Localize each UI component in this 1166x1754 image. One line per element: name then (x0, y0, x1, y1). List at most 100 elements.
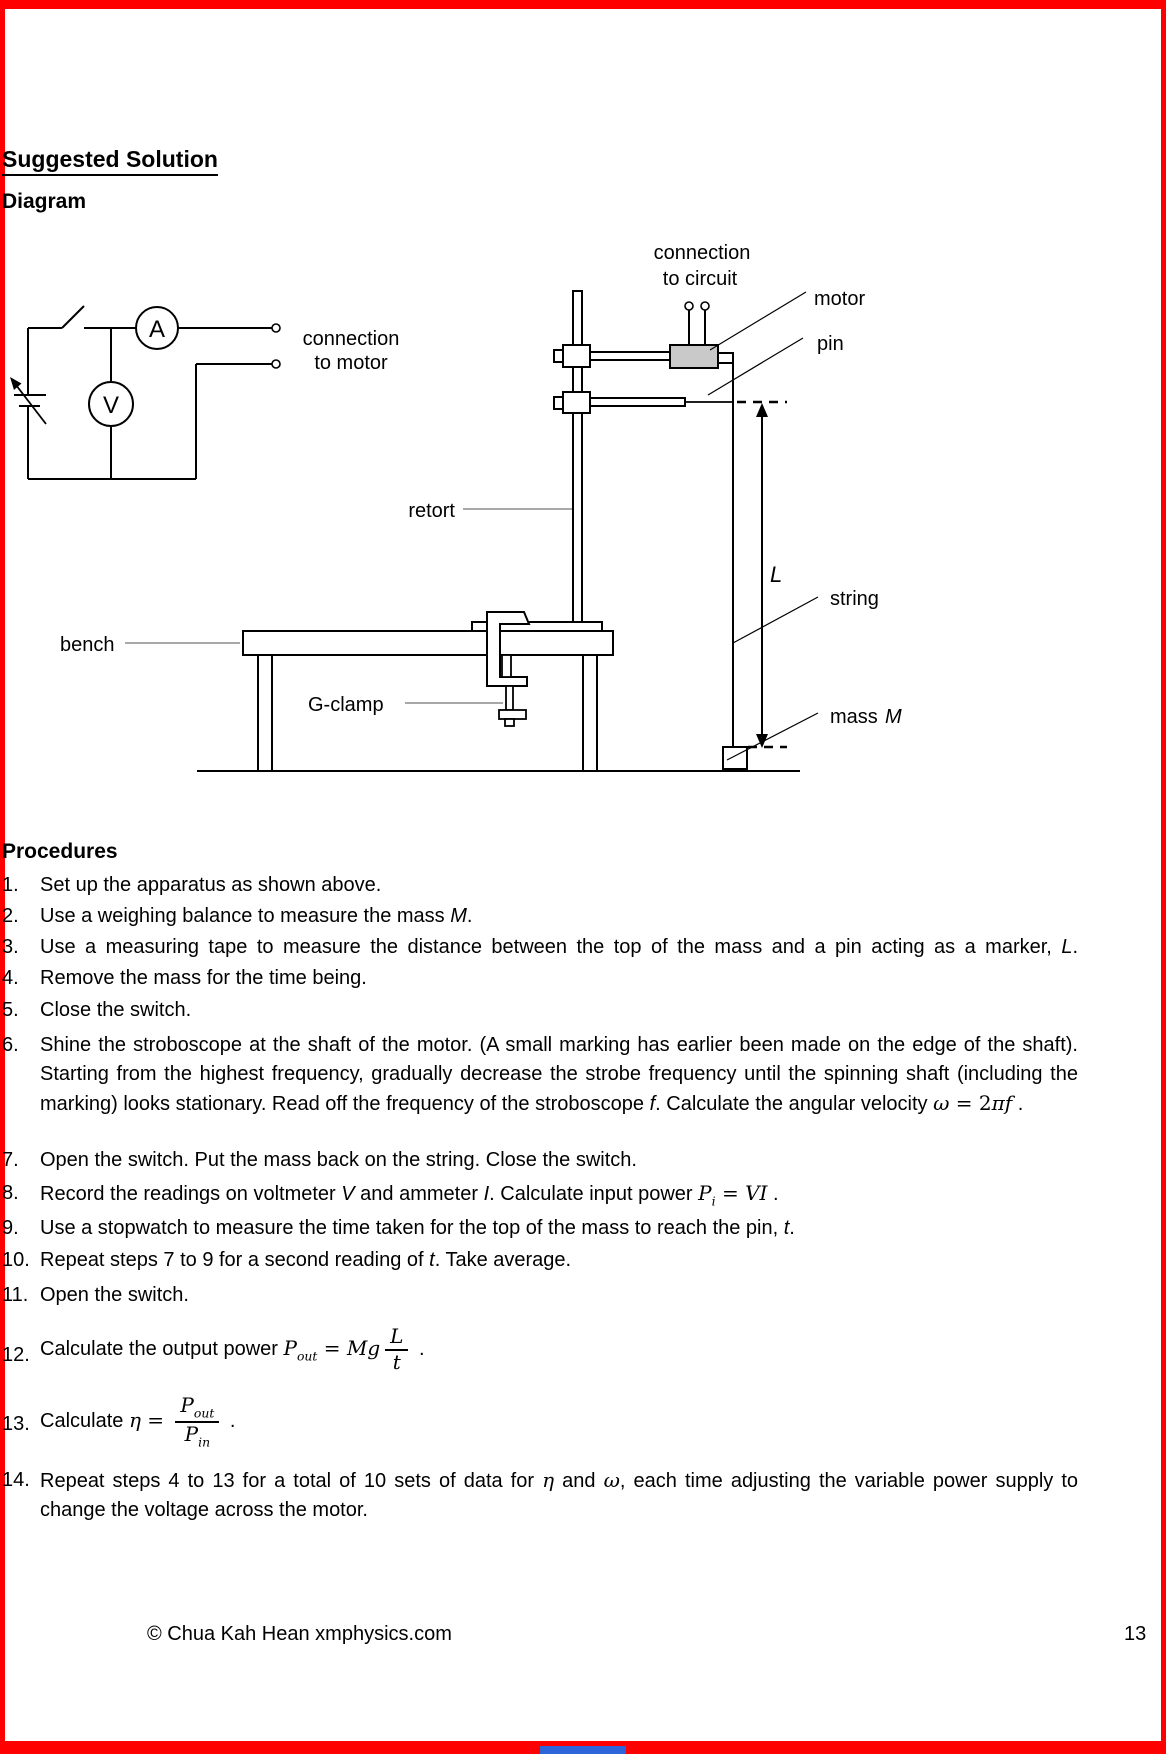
procedure-item-6: 6. Shine the stroboscope at the shaft of … (2, 1031, 1078, 1119)
terminal-bottom-icon (271, 359, 281, 369)
voltmeter-icon (88, 381, 134, 427)
circuit-wires (27, 327, 272, 480)
connection-to-motor-label-1: connection (303, 328, 400, 350)
procedure-item-number: 10. (2, 1249, 30, 1271)
motor-shaft (717, 352, 734, 364)
procedure-item-number: 9. (2, 1217, 19, 1239)
page-border-bottom-accent (540, 1746, 626, 1754)
procedure-item-text: Open the switch. (40, 1284, 189, 1306)
procedure-item-number: 13. (2, 1413, 30, 1435)
variable-arrowhead (10, 377, 22, 390)
procedure-item-number: 5. (2, 999, 19, 1021)
procedure-item-8: 8. Record the readings on voltmeter V and… (2, 1179, 1078, 1216)
procedure-item-text: Record the readings on voltmeter V and a… (40, 1181, 779, 1209)
length-arrowhead-bottom (756, 734, 768, 748)
page-number: 13 (1124, 1623, 1147, 1645)
procedure-item-9: 9. Use a stopwatch to measure the time ta… (2, 1214, 1078, 1243)
procedure-item-14: 14. Repeat steps 4 to 13 for a total of 1… (2, 1466, 1078, 1525)
bench-top (242, 630, 614, 656)
switch-icon (61, 305, 85, 329)
g-clamp-label: G-clamp (308, 694, 384, 716)
motor-leader (709, 291, 807, 351)
procedure-item-number: 8. (2, 1182, 19, 1204)
procedure-item-number: 11. (2, 1284, 29, 1306)
g-clamp-screw-lower (505, 685, 514, 711)
connection-to-circuit-label-2: to circuit (663, 268, 738, 290)
boss-clamp-top (562, 344, 591, 368)
procedure-item-number: 4. (2, 967, 19, 989)
motor-terminal-left-icon (684, 301, 694, 311)
voltmeter-label: V (103, 392, 119, 419)
procedure-item-5: 5. Close the switch. (2, 996, 1078, 1025)
footer-copyright: © Chua Kah Hean xmphysics.com (147, 1623, 452, 1645)
bench-legs (257, 655, 598, 771)
boss-clamp-bottom (562, 391, 591, 414)
bench-label: bench (60, 634, 115, 656)
procedure-item-4: 4. Remove the mass for the time being. (2, 964, 1078, 993)
procedure-item-number: 7. (2, 1149, 19, 1171)
motor-terminal-right-icon (700, 301, 710, 311)
procedure-item-7: 7. Open the switch. Put the mass back on … (2, 1146, 1078, 1175)
procedure-item-2: 2. Use a weighing balance to measure the … (2, 902, 1078, 931)
procedure-item-number: 2. (2, 905, 19, 927)
power-supply-plates (14, 394, 46, 407)
page-border-right (1161, 0, 1166, 1754)
procedure-item-10: 10. Repeat steps 7 to 9 for a second read… (2, 1246, 1078, 1275)
string-leader (732, 596, 819, 644)
ammeter-icon (135, 306, 179, 350)
page-border-left (0, 0, 5, 1754)
g-clamp-frame (486, 611, 531, 687)
procedure-item-text: Remove the mass for the time being. (40, 967, 367, 989)
apparatus-diagram: A V connection to motor connection to ci… (10, 242, 902, 772)
diagram-heading: Diagram (2, 190, 87, 213)
procedure-item-number: 6. (2, 1034, 19, 1056)
g-clamp-tip (504, 718, 515, 727)
procedure-item-text: Open the switch. Put the mass back on th… (40, 1149, 637, 1171)
procedure-item-number: 3. (2, 936, 19, 958)
ammeter-label: A (149, 316, 165, 343)
procedure-item-text: Use a measuring tape to measure the dist… (40, 936, 1078, 958)
mass-leader (726, 712, 819, 761)
mass-block (722, 746, 748, 770)
procedure-item-text: Use a weighing balance to measure the ma… (40, 905, 473, 927)
mass-label: mass (830, 706, 878, 728)
motor-terminal-stems (688, 310, 706, 345)
boss-clamp-top-knob (553, 349, 564, 363)
procedure-item-number: 14. (2, 1469, 30, 1491)
connection-to-circuit-label-1: connection (654, 242, 751, 264)
length-symbol-label: L (770, 562, 782, 587)
procedures-heading: Procedures (2, 840, 118, 863)
motor-label: motor (814, 288, 865, 310)
procedure-item-text: Shine the stroboscope at the shaft of th… (40, 1034, 1078, 1115)
page-border-top (0, 0, 1166, 9)
variable-arrow (15, 384, 47, 425)
procedure-item-text: Repeat steps 7 to 9 for a second reading… (40, 1249, 572, 1271)
retort-pole (572, 290, 583, 623)
procedure-item-text: Use a stopwatch to measure the time take… (40, 1217, 795, 1239)
page-title: Suggested Solution (2, 146, 218, 176)
procedure-item-text: Repeat steps 4 to 13 for a total of 10 s… (40, 1468, 1079, 1521)
pin-label: pin (817, 333, 844, 355)
length-arrowhead-top (756, 403, 768, 417)
retort-label: retort (408, 500, 455, 522)
procedure-item-text: Set up the apparatus as shown above. (40, 874, 382, 896)
boss-clamp-bottom-knob (553, 396, 564, 410)
terminal-top-icon (271, 323, 281, 333)
procedure-item-1: 1. Set up the apparatus as shown above. (2, 871, 1078, 900)
g-clamp-screw-upper (501, 654, 512, 678)
g-clamp-handle (498, 709, 527, 720)
procedure-item-3: 3. Use a measuring tape to measure the di… (2, 933, 1078, 962)
string-label: string (830, 588, 879, 610)
procedure-item-number: 1. (2, 874, 19, 896)
procedure-item-text: Close the switch. (40, 999, 192, 1021)
procedure-item-number: 12. (2, 1344, 30, 1366)
connection-to-motor-label-2: to motor (314, 352, 388, 374)
pin-rod (589, 397, 686, 407)
